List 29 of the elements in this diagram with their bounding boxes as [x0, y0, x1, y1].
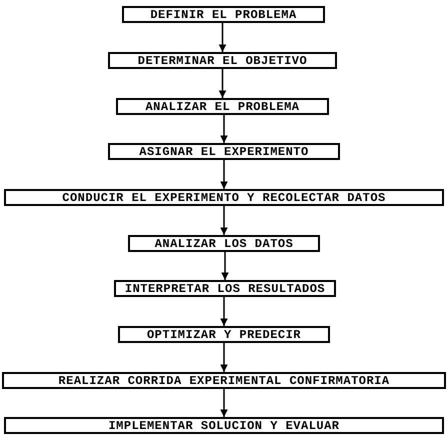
process-box — [4, 189, 444, 206]
step-label: ANALIZAR EL PROBLEMA — [145, 100, 300, 112]
arrow — [220, 297, 228, 326]
step-label: REALIZAR CORRIDA EXPERIMENTAL CONFIRMATORIA — [58, 374, 390, 386]
process-box — [122, 6, 325, 23]
process-box — [114, 280, 336, 297]
process-box — [2, 372, 446, 389]
step-label: CONDUCIR EL EXPERIMENTO Y RECOLECTAR DATOS — [62, 192, 386, 204]
process-box — [128, 235, 320, 252]
step-label: ASIGNAR EL EXPERIMENTO — [139, 146, 309, 158]
step-label: IMPLEMENTAR SOLUCION Y EVALUAR — [108, 420, 340, 432]
step-label: OPTIMIZAR Y PREDECIR — [146, 328, 302, 340]
arrow — [220, 343, 228, 372]
process-box — [118, 326, 330, 343]
arrow — [220, 160, 228, 189]
arrow — [218, 23, 226, 52]
arrow — [218, 69, 226, 98]
arrow — [220, 206, 228, 235]
arrow — [220, 389, 228, 417]
step-label: ANALIZAR LOS DATOS — [154, 238, 294, 250]
step-label: DEFINIR EL PROBLEMA — [150, 8, 297, 20]
process-box — [108, 143, 340, 160]
process-box — [116, 98, 329, 115]
process-box — [4, 417, 444, 434]
arrow — [220, 115, 228, 143]
process-box — [108, 52, 337, 69]
arrow — [221, 252, 229, 280]
step-label: DETERMINAR EL OBJETIVO — [138, 54, 308, 66]
step-label: INTERPRETAR LOS RESULTADOS — [124, 282, 326, 294]
